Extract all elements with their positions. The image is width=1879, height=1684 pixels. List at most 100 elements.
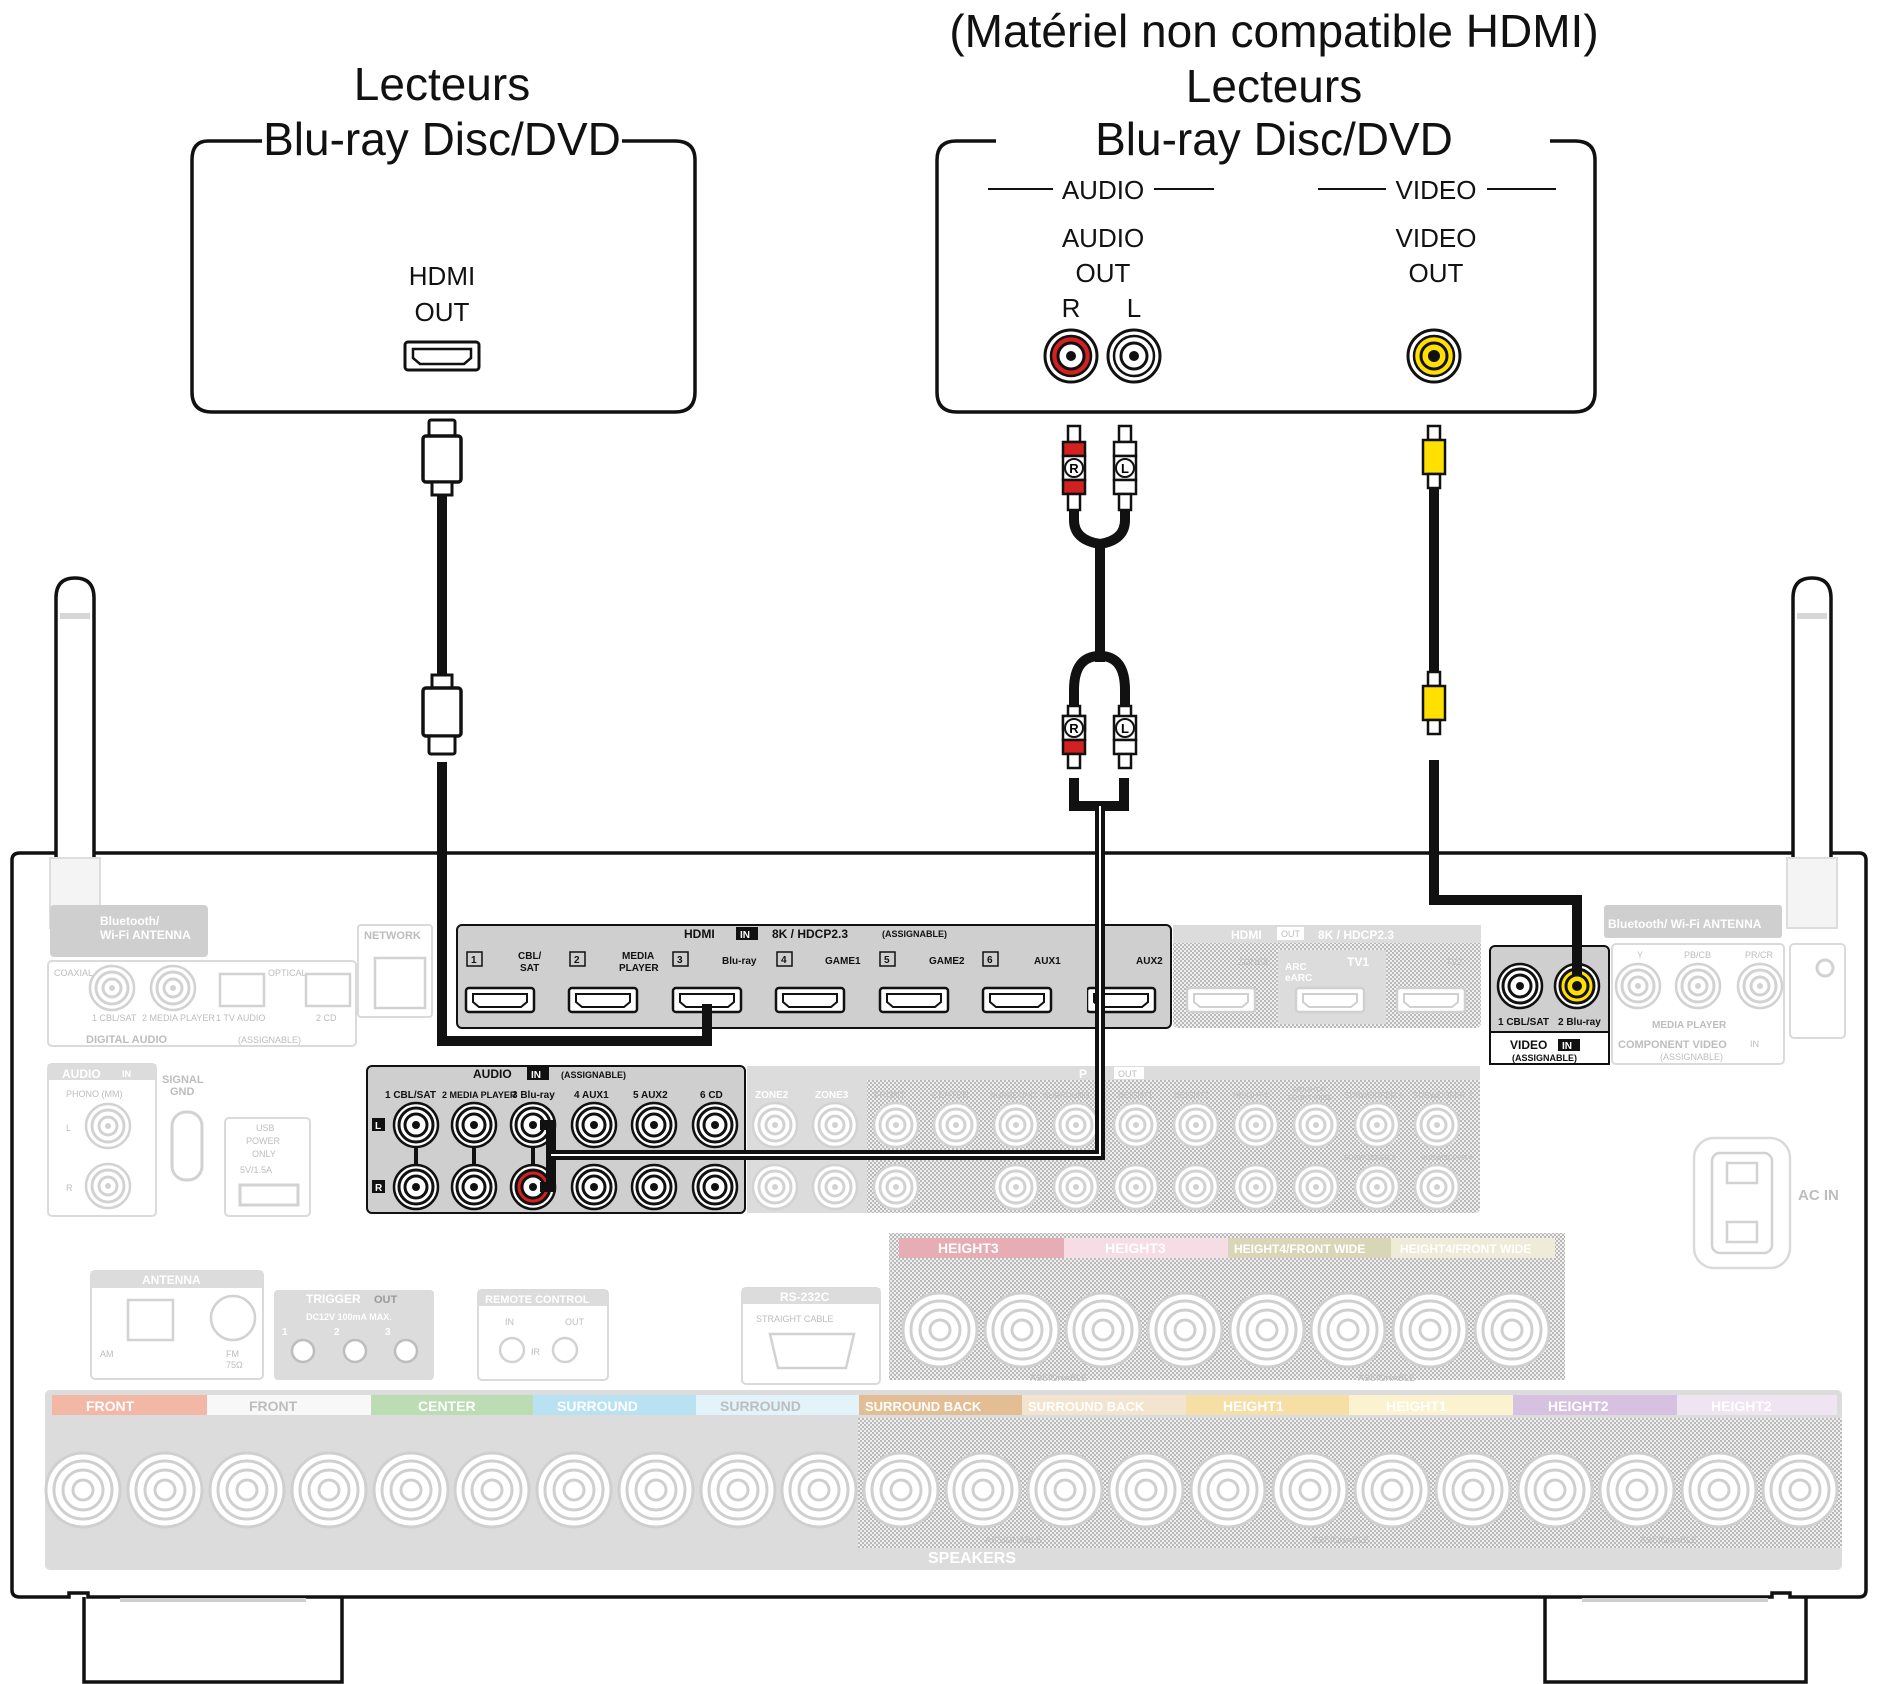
- pre-out-zone3: ZONE3: [815, 1090, 849, 1101]
- pre-out-height2: HEIGHT2: [1174, 1091, 1209, 1100]
- height3-l-label: HEIGHT3: [1105, 1240, 1166, 1256]
- usb-panel: USB POWER ONLY 5V/1.5A: [224, 1117, 311, 1217]
- hdmi-player-title-2: Blu-ray Disc/DVD: [263, 113, 621, 165]
- pre-out-zone2: ZONE2: [755, 1090, 789, 1101]
- hdmi-player-title-1: Lecteurs: [354, 58, 530, 110]
- video-in-label-2: 2 Blu-ray: [1558, 1017, 1601, 1028]
- hdmi-out-title: HDMI: [1231, 928, 1262, 942]
- component-badge: IN: [1750, 1039, 1759, 1049]
- speaker-terminals: FRONT FRONT CENTER SURROUND SURROUND SUR…: [44, 1390, 1842, 1570]
- phono-badge: IN: [122, 1069, 131, 1079]
- coaxial-label: COAXIAL: [54, 968, 93, 978]
- component-video-panel: Y PB/CB PR/CR MEDIA PLAYER COMPONENT VID…: [1611, 943, 1785, 1065]
- video-in-panel: 1 CBL/SAT 2 Blu-ray VIDEO IN (ASSIGNABLE…: [1489, 945, 1610, 1065]
- assignable-label-top: ASSIGNABLE: [1030, 1373, 1087, 1383]
- speaker-height2-r: HEIGHT2: [1548, 1398, 1609, 1414]
- pre-out-height1: HEIGHT1: [1118, 1091, 1153, 1100]
- remote-in: IN: [505, 1317, 514, 1327]
- height4-r-label: HEIGHT4/FRONT WIDE: [1234, 1242, 1365, 1256]
- speaker-height1-l: HEIGHT1: [1386, 1398, 1447, 1414]
- assignable-h1: ASSIGNABLE: [1312, 1535, 1369, 1545]
- hdmi-in-lbl-cbl: CBL/: [518, 951, 542, 962]
- hdmi-in-assignable: (ASSIGNABLE): [882, 929, 947, 939]
- hdmi-in-num-5: 5: [884, 955, 890, 966]
- speaker-front-r: FRONT: [86, 1398, 135, 1414]
- audio-in-label-1: 1 CBL/SAT: [385, 1090, 436, 1101]
- pre-out-height4: HEIGHT4/: [1293, 1087, 1325, 1094]
- audio-in-assignable: (ASSIGNABLE): [561, 1070, 626, 1080]
- dig-label-1: 1 CBL/SAT: [92, 1013, 137, 1023]
- bt-antenna-label-1: Bluetooth/: [100, 914, 160, 928]
- hdmi-in-lbl-bluray: Blu-ray: [722, 956, 757, 967]
- audio-section-label: AUDIO: [1062, 175, 1144, 205]
- plug-r-bottom-label: R: [1069, 721, 1079, 736]
- hdmi-out-tv1: TV1: [1347, 955, 1369, 969]
- hdmi-out-tv2: TV2: [1446, 957, 1463, 967]
- component-pr: PR/CR: [1745, 950, 1774, 960]
- audio-cable: R L R L: [540, 424, 1138, 1192]
- ac-in-label: AC IN: [1798, 1187, 1839, 1204]
- component-title: COMPONENT VIDEO: [1618, 1039, 1727, 1051]
- component-media: MEDIA PLAYER: [1652, 1020, 1727, 1031]
- hdmi-in-num-2: 2: [574, 955, 580, 966]
- component-assignable: (ASSIGNABLE): [1660, 1052, 1723, 1062]
- video-out-label-2: OUT: [1409, 258, 1464, 288]
- hdmi-in-lbl-game2: GAME2: [929, 956, 965, 967]
- plug-l-top: L: [1112, 424, 1138, 512]
- usb-label-2: POWER: [246, 1136, 281, 1146]
- hdmi-out-port-icon: [403, 340, 481, 372]
- pre-out-badge: OUT: [1118, 1069, 1138, 1079]
- plug-l-bottom-label: L: [1121, 721, 1129, 736]
- assignable-label-top-2: ASSIGNABLE: [1358, 1373, 1415, 1383]
- video-out-label-1: VIDEO: [1396, 223, 1477, 253]
- audio-right-label: R: [1062, 293, 1081, 323]
- hdmi-in-num-1: 1: [471, 955, 477, 966]
- hdmi-in-num-6: 6: [987, 955, 993, 966]
- trigger-title: TRIGGER: [306, 1292, 361, 1306]
- hdmi-out-zone2: ZONE2: [1238, 957, 1268, 967]
- pre-out-sub4: SUBWOOFER 4: [1421, 1155, 1473, 1162]
- assignable-sb: ASSIGNABLE: [985, 1535, 1042, 1545]
- hdmi-out-spec: 8K / HDCP2.3: [1318, 928, 1394, 942]
- hdmi-player-device: Lecteurs Blu-ray Disc/DVD HDMI OUT: [190, 58, 697, 414]
- digital-audio-panel: COAXIAL OPTICAL 1 CBL/SAT 2 MEDIA PLAYER…: [47, 960, 357, 1047]
- speaker-surround-r: SURROUND: [557, 1398, 638, 1414]
- digital-audio-assignable: (ASSIGNABLE): [238, 1035, 301, 1045]
- dig-label-3: 1 TV AUDIO: [216, 1013, 265, 1023]
- antenna-am: AM: [100, 1349, 114, 1359]
- hdmi-out-earc: eARC: [1285, 973, 1312, 984]
- remote-out: OUT: [565, 1317, 585, 1327]
- audio-in-label-5: 5 AUX2: [633, 1090, 668, 1101]
- usb-label-4: 5V/1.5A: [240, 1165, 272, 1175]
- audio-out-r-jack: [1043, 328, 1099, 384]
- audio-in-badge: IN: [531, 1070, 541, 1081]
- speaker-height1-r: HEIGHT1: [1223, 1398, 1284, 1414]
- dig-label-2: 2 MEDIA PLAYER: [142, 1013, 215, 1023]
- pre-out-sub1: SUBWOOFER 1: [1344, 1091, 1404, 1100]
- hdmi-in-lbl-sat: SAT: [520, 963, 539, 974]
- audio-in-title: AUDIO: [473, 1067, 512, 1081]
- remote-ir: IR: [531, 1347, 541, 1357]
- phono-panel: AUDIO IN PHONO (MM) L R SIGNAL GND: [47, 1063, 204, 1217]
- audio-in-label-2: 2 MEDIA PLAYER: [442, 1090, 517, 1100]
- ac-in-panel: AC IN: [1692, 1136, 1839, 1270]
- audio-left-label: L: [1127, 293, 1141, 323]
- antenna-title: ANTENNA: [142, 1273, 201, 1287]
- pre-out-surround-2: SURROUND: [1043, 1091, 1089, 1100]
- height-speaker-bank: HEIGHT3 HEIGHT3 HEIGHT4/FRONT WIDE HEIGH…: [889, 1233, 1565, 1383]
- height3-r-label: HEIGHT3: [938, 1240, 999, 1256]
- component-pb: PB/CB: [1684, 950, 1711, 960]
- hdmi-cable: [421, 418, 712, 1046]
- pre-out-title: P: [1079, 1067, 1087, 1081]
- pre-out-sub2: SUBWOOFER 2: [1413, 1091, 1473, 1100]
- analog-player-title-1: Lecteurs: [1186, 60, 1362, 112]
- plug-l-top-label: L: [1121, 461, 1129, 476]
- hdmi-out-arc: ARC: [1285, 962, 1307, 973]
- antenna-panel: ANTENNA AM FM 75Ω: [90, 1270, 264, 1380]
- hdmi-in-num-4: 4: [781, 955, 787, 966]
- dig-label-4: 2 CD: [316, 1013, 337, 1023]
- phono-title: AUDIO: [62, 1067, 101, 1081]
- hdmi-in-spec: 8K / HDCP2.3: [772, 927, 848, 941]
- trigger-num-2: 2: [334, 1327, 340, 1338]
- hdmi-in-lbl-player: PLAYER: [619, 963, 659, 974]
